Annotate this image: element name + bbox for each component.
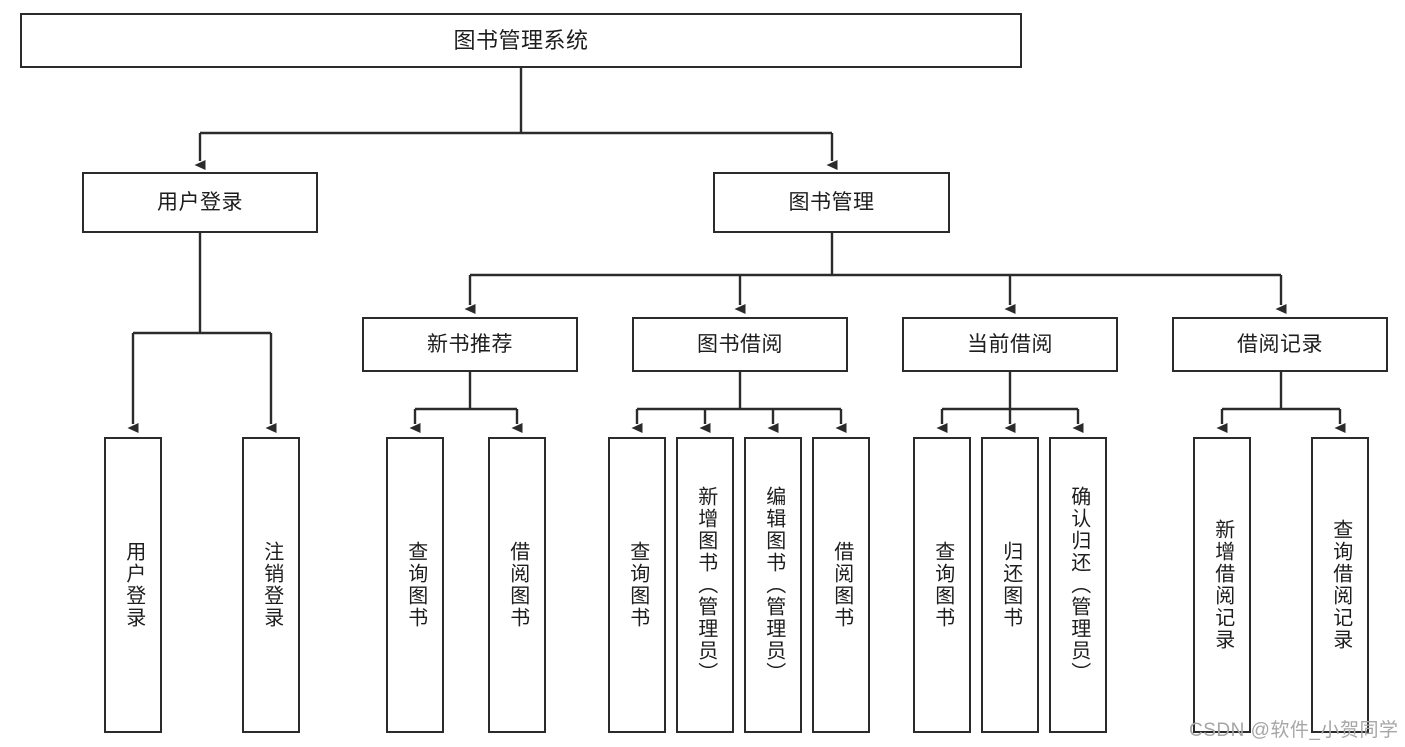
leaf-record-add-borrow-record[interactable]: 新增借阅记录: [1193, 437, 1251, 733]
node-current-borrowing[interactable]: 当前借阅: [902, 317, 1118, 372]
leaf-current-confirm-return-admin[interactable]: 确认归还（管理员）: [1049, 437, 1107, 733]
node-label: 图书借阅: [697, 333, 783, 356]
node-label: 图书管理系统: [453, 27, 589, 53]
node-label: 新增图书（管理员）: [694, 486, 717, 684]
node-label: 借阅记录: [1237, 333, 1323, 356]
leaf-user-login-login[interactable]: 用户登录: [104, 437, 162, 733]
node-label: 确认归还（管理员）: [1067, 486, 1090, 684]
leaf-new-book-query-book[interactable]: 查询图书: [386, 437, 444, 733]
node-label: 借阅图书: [506, 541, 529, 629]
node-label: 查询图书: [404, 541, 427, 629]
watermark: CSDN @软件_小贺同学: [1189, 720, 1399, 741]
node-label: 查询图书: [626, 541, 649, 629]
leaf-borrow-query-book[interactable]: 查询图书: [608, 437, 666, 733]
node-borrowing-records[interactable]: 借阅记录: [1172, 317, 1388, 372]
node-root-book-management-system[interactable]: 图书管理系统: [20, 13, 1022, 68]
leaf-current-query-book[interactable]: 查询图书: [913, 437, 971, 733]
node-label: 注销登录: [260, 541, 283, 629]
leaf-borrow-borrow-book[interactable]: 借阅图书: [812, 437, 870, 733]
leaf-new-book-borrow-book[interactable]: 借阅图书: [488, 437, 546, 733]
node-book-management[interactable]: 图书管理: [713, 172, 950, 233]
node-label: 用户登录: [157, 191, 243, 214]
node-label: 图书管理: [788, 191, 875, 214]
node-label: 查询借阅记录: [1329, 519, 1352, 651]
node-label: 当前借阅: [967, 333, 1053, 356]
node-label: 查询图书: [931, 541, 954, 629]
node-label: 归还图书: [999, 541, 1022, 629]
node-label: 借阅图书: [830, 541, 853, 629]
leaf-borrow-edit-book-admin[interactable]: 编辑图书（管理员）: [744, 437, 802, 733]
leaf-record-query-borrow-record[interactable]: 查询借阅记录: [1311, 437, 1369, 733]
node-label: 编辑图书（管理员）: [762, 486, 785, 684]
leaf-borrow-add-book-admin[interactable]: 新增图书（管理员）: [676, 437, 734, 733]
node-label: 新书推荐: [427, 333, 513, 356]
node-new-book-recommendation[interactable]: 新书推荐: [362, 317, 578, 372]
node-user-login[interactable]: 用户登录: [82, 172, 318, 233]
node-label: 新增借阅记录: [1211, 519, 1234, 651]
leaf-user-login-logout[interactable]: 注销登录: [242, 437, 300, 733]
leaf-current-return-book[interactable]: 归还图书: [981, 437, 1039, 733]
node-label: 用户登录: [122, 541, 145, 629]
node-book-borrowing[interactable]: 图书借阅: [632, 317, 848, 372]
